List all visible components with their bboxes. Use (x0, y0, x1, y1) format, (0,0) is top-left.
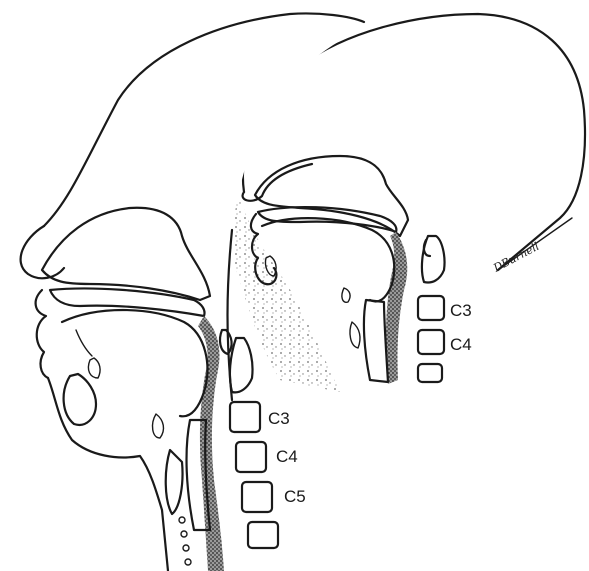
adult-vertebrae: C3 C4 (418, 236, 472, 382)
adult-label-c4: C4 (450, 335, 472, 354)
artist-signature: DBurnell (490, 240, 541, 276)
infant-vertebra-c6 (248, 522, 278, 548)
adult-epiglottis (342, 288, 350, 302)
infant-label-c5: C5 (284, 487, 306, 506)
adult-vertebra-c5 (418, 364, 442, 382)
adult-hyoid (350, 322, 360, 348)
infant-vertebra-dens (230, 338, 253, 392)
infant-vertebra-c5 (242, 482, 272, 512)
adult-vertebra-c4 (418, 330, 444, 354)
adult-larynx (364, 300, 388, 382)
adult-label-c3: C3 (450, 301, 472, 320)
infant-vertebra-c4 (236, 442, 266, 472)
infant-label-c3: C3 (268, 409, 290, 428)
infant-label-c4: C4 (276, 447, 298, 466)
adult-nose-outline (243, 164, 312, 201)
adult-pharynx (386, 232, 407, 384)
adult-vertebra-c3 (418, 296, 444, 320)
infant-head: C3 C4 C5 (21, 13, 366, 571)
infant-head-backing (28, 14, 366, 571)
adult-nasal-cavity (255, 156, 408, 236)
adult-vertebra-c2-tip (424, 240, 430, 256)
